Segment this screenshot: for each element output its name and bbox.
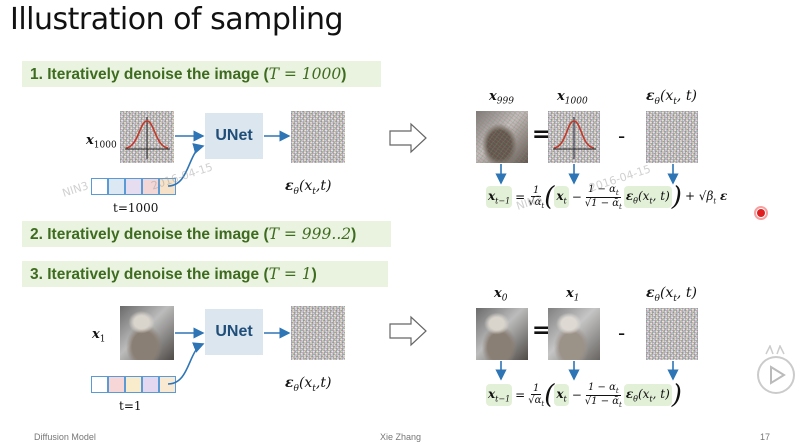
- embed-cell: [125, 178, 142, 195]
- embed-cell: [159, 178, 176, 195]
- embed-cell: [108, 178, 125, 195]
- top-eq-head-3: εθ(xt, t): [646, 88, 697, 107]
- bottom-block-arrow: [389, 315, 427, 347]
- bottom-eq-minus: -: [618, 321, 626, 345]
- footer-center: Xie Zhang: [380, 432, 422, 442]
- top-arrow-time: [167, 143, 205, 187]
- step-2-math: T = 999..2: [268, 225, 352, 243]
- play-button[interactable]: [757, 356, 795, 394]
- play-icon: [770, 365, 786, 385]
- step-3-math: T = 1: [268, 265, 312, 283]
- footer-left: Diffusion Model: [34, 432, 96, 442]
- step-2-close: ): [351, 226, 357, 243]
- bottom-eq-predicted-noise-image: [646, 308, 698, 360]
- page-title: Illustration of sampling: [10, 2, 344, 37]
- bottom-eq-head-3: εθ(xt, t): [646, 285, 697, 304]
- step-2-text: 2. Iteratively denoise the image (: [30, 226, 269, 243]
- bottom-eq-head-2: x1: [566, 286, 580, 304]
- bottom-output-noise-image: [291, 306, 345, 360]
- top-eq-head-2: x1000: [557, 89, 588, 107]
- gaussian-curve-icon: [125, 117, 170, 159]
- bottom-unet-block: UNet: [205, 309, 263, 355]
- bottom-eq-equals: =: [532, 318, 551, 343]
- top-output-noise-image: [291, 111, 345, 163]
- top-time-embedding: [91, 178, 176, 195]
- step-1-text: 1. Iteratively denoise the image (: [30, 66, 269, 83]
- step-3-banner: 3. Iteratively denoise the image (T = 1): [22, 261, 388, 287]
- gaussian-curve-icon: [553, 117, 596, 159]
- top-eq-head-1: x999: [489, 89, 514, 107]
- top-sampling-formula: xt−1 = 1 √αt ( xt − 1 − αt √1 − ᾱt εθ(xt…: [486, 182, 728, 212]
- bottom-time-label: t=1: [119, 399, 142, 413]
- bottom-sampling-formula: xt−1 = 1 √αt ( xt − 1 − αt √1 − ᾱt εθ(xt…: [486, 380, 682, 410]
- step-1-close: ): [341, 66, 347, 83]
- top-eq-minus: -: [618, 124, 626, 148]
- laser-pointer-dot: [757, 209, 765, 217]
- footer-page-number: 17: [760, 432, 771, 442]
- top-time-label: t=1000: [113, 201, 159, 215]
- top-eq-equals: =: [532, 122, 551, 147]
- step-2-banner: 2. Iteratively denoise the image (T = 99…: [22, 221, 391, 247]
- embed-cell: [159, 376, 176, 393]
- embed-cell: [91, 178, 108, 195]
- bottom-input-cat-image: [120, 306, 174, 360]
- top-eq-predicted-noise-image: [646, 111, 698, 163]
- top-eq-noisy-cat-image: [476, 111, 528, 163]
- embed-cell: [125, 376, 142, 393]
- embed-cell: [108, 376, 125, 393]
- step-1-math: T = 1000: [268, 65, 342, 83]
- step-3-close: ): [311, 266, 317, 283]
- embed-cell: [91, 376, 108, 393]
- step-1-banner: 1. Iteratively denoise the image (T = 10…: [22, 61, 381, 87]
- bottom-eq-cat-image: [548, 308, 600, 360]
- top-input-noise-image: [120, 111, 174, 163]
- top-eq-noise-image: [548, 111, 600, 163]
- bottom-eq-head-1: x0: [494, 286, 508, 304]
- top-unet-block: UNet: [205, 113, 263, 159]
- bottom-input-label: x1: [92, 327, 106, 345]
- bottom-output-label: εθ(xt,t): [285, 375, 332, 394]
- bottom-arrow-time: [167, 342, 205, 385]
- top-input-label: x1000: [86, 133, 117, 151]
- embed-cell: [142, 376, 159, 393]
- top-output-label: εθ(xt,t): [285, 178, 332, 197]
- bottom-eq-clean-cat-image: [476, 308, 528, 360]
- step-3-text: 3. Iteratively denoise the image (: [30, 266, 269, 283]
- embed-cell: [142, 178, 159, 195]
- bottom-time-embedding: [91, 376, 176, 393]
- top-block-arrow: [389, 122, 427, 154]
- mascot-ears-icon: [764, 340, 786, 355]
